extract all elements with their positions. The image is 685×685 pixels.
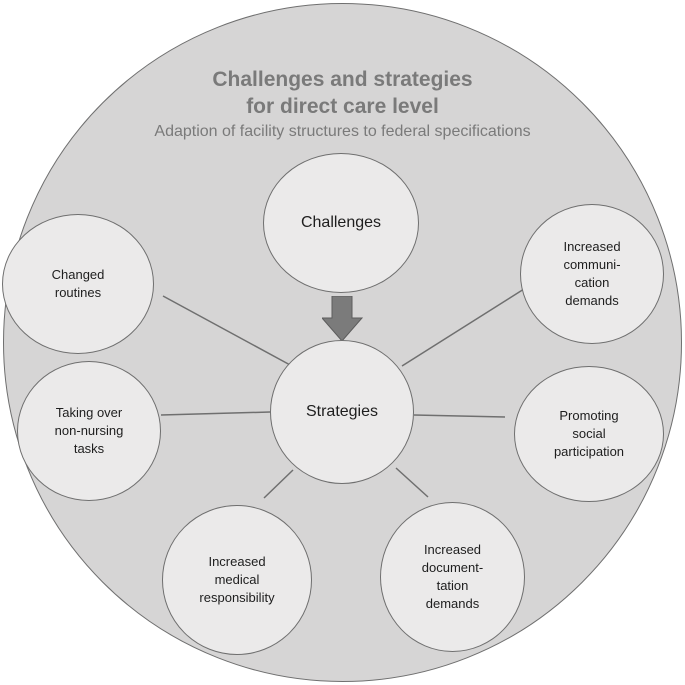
node-medical-responsibility: Increased medical responsibility xyxy=(162,505,312,655)
challenges-node: Challenges xyxy=(263,153,419,293)
node-social-participation-label: Promoting social participation xyxy=(553,408,625,459)
node-social-participation: Promoting social participation xyxy=(514,366,664,502)
node-communication-demands-label: Increased communi- cation demands xyxy=(563,239,621,308)
diagram-subtitle: Adaption of facility structures to feder… xyxy=(154,123,531,140)
node-documentation-demands-label: Increased document- tation demands xyxy=(421,542,484,611)
connector-communication xyxy=(401,288,525,367)
connector-medical xyxy=(263,469,294,499)
connector-documentation xyxy=(395,467,429,498)
strategies-label: Strategies xyxy=(305,403,379,420)
connector-non-nursing xyxy=(160,411,271,416)
diagram-title-line2: for direct care level xyxy=(246,95,439,118)
connector-social xyxy=(413,414,506,418)
connector-changed-routines xyxy=(162,295,293,367)
strategies-node: Strategies xyxy=(270,340,414,484)
node-non-nursing-tasks: Taking over non-nursing tasks xyxy=(17,361,161,501)
node-communication-demands: Increased communi- cation demands xyxy=(520,204,664,344)
diagram-title-line1: Challenges and strategies xyxy=(212,68,473,91)
challenges-label: Challenges xyxy=(300,214,382,231)
node-medical-responsibility-label: Increased medical responsibility xyxy=(199,554,275,605)
down-arrow-icon xyxy=(322,296,364,342)
node-non-nursing-tasks-label: Taking over non-nursing tasks xyxy=(54,405,124,456)
node-changed-routines-label: Changed routines xyxy=(51,267,105,300)
node-documentation-demands: Increased document- tation demands xyxy=(380,502,525,652)
node-changed-routines: Changed routines xyxy=(2,214,154,354)
